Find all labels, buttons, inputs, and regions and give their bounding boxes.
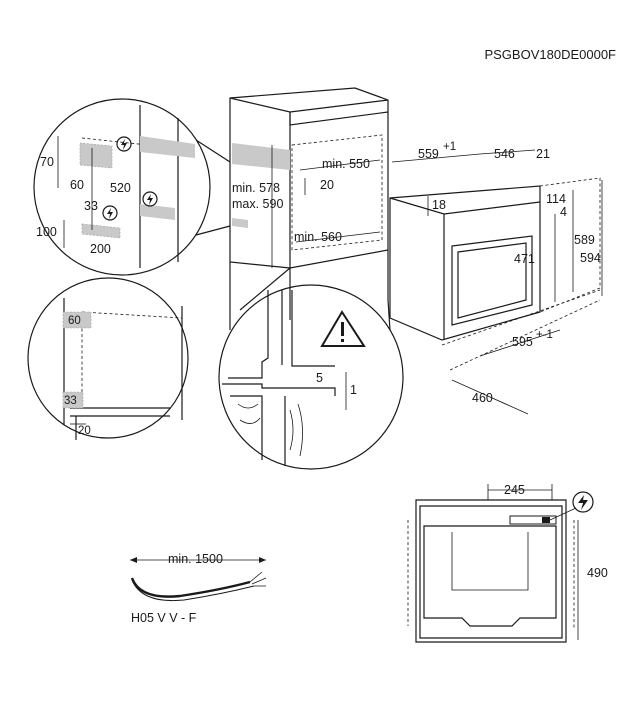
cable-type: H05 V V - F	[131, 611, 197, 625]
dim-min-578: min. 578	[232, 181, 280, 195]
detail-circle-top-left: 70 60 520 33 100 200	[33, 98, 231, 276]
dim-559-tol: +1	[443, 141, 456, 153]
dim-min-560: min. 560	[294, 230, 342, 244]
dim-33-mid: 33	[64, 395, 77, 407]
dim-595: 595	[512, 335, 533, 349]
dim-490: 490	[587, 566, 608, 580]
dim-559: 559	[418, 147, 439, 161]
dim-114: 114	[546, 192, 566, 206]
dim-min-550: min. 550	[322, 157, 370, 171]
detail-circle-mid-left: 60 33 20	[27, 277, 189, 440]
dim-60-top: 60	[70, 178, 84, 192]
dim-100: 100	[36, 225, 57, 239]
dim-cabinet-20: 20	[320, 178, 334, 192]
dim-33-top: 33	[84, 199, 98, 213]
dim-18: 18	[432, 198, 446, 212]
rear-view-drawing: 245 490	[407, 483, 608, 643]
dim-595-tol: +-1	[536, 329, 553, 341]
dim-200: 200	[90, 242, 111, 256]
dim-471: 471	[514, 252, 535, 266]
dim-589: 589	[574, 233, 595, 247]
dim-4: 4	[560, 205, 567, 219]
dim-520: 520	[110, 181, 131, 195]
dim-min-1500: min. 1500	[168, 552, 223, 566]
electrical-connection-icon	[142, 191, 158, 207]
dim-70: 70	[40, 155, 54, 169]
dim-594: 594	[580, 251, 601, 265]
cabinet-drawing: min. 550 20 min. 578 max. 590 min. 560	[229, 87, 389, 330]
warning-triangle-icon	[320, 310, 366, 347]
dim-20-mid: 20	[78, 425, 91, 437]
dim-460: 460	[472, 391, 493, 405]
dim-1: 1	[350, 383, 357, 397]
dim-546: 546	[494, 147, 515, 161]
electrical-connection-icon	[572, 491, 594, 513]
detail-circle-mounting: 5 1	[218, 267, 404, 470]
dim-max-590: max. 590	[232, 197, 283, 211]
cable-drawing: min. 1500 H05 V V - F	[130, 552, 267, 625]
oven-drawing: 559 +1 546 21 18 114 4 471 589 594 595 +…	[389, 141, 603, 415]
product-code: PSGBOV180DE0000F	[484, 47, 616, 62]
dim-21: 21	[536, 147, 550, 161]
electrical-connection-icon	[102, 205, 118, 221]
electrical-connection-icon	[116, 136, 132, 152]
dim-245: 245	[504, 483, 525, 497]
dim-5: 5	[316, 371, 323, 385]
dim-60-mid: 60	[68, 315, 81, 327]
